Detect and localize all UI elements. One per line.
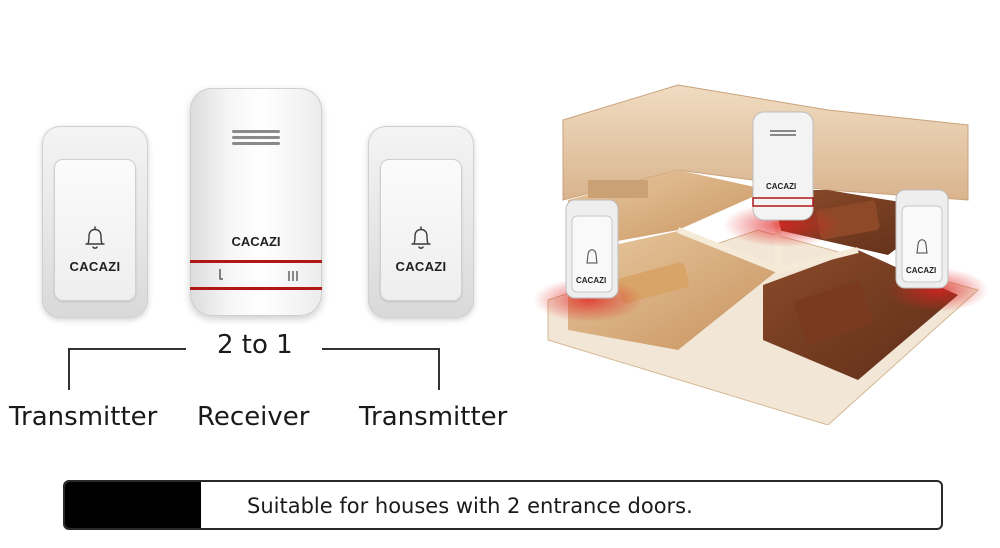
left-transmitter-label: Transmitter xyxy=(9,402,158,432)
bell-icon xyxy=(85,226,105,249)
right-transmitter-device: CACAZI xyxy=(368,126,474,318)
connection-label: 2 to 1 xyxy=(217,330,293,360)
banner-text: Suitable for houses with 2 entrance door… xyxy=(247,494,693,518)
brand-logo: CACAZI xyxy=(69,259,121,274)
bracket-line-right xyxy=(322,348,440,350)
house-cutaway-illustration xyxy=(533,84,988,425)
brand-logo-small: CACAZI xyxy=(766,182,797,191)
brand-logo-small: CACAZI xyxy=(906,266,937,275)
left-transmitter-device: CACAZI xyxy=(42,126,148,318)
info-banner: Suitable for houses with 2 entrance door… xyxy=(63,480,943,530)
right-transmitter-label: Transmitter xyxy=(359,402,508,432)
bracket-tick-right xyxy=(438,348,440,390)
bracket-line-left xyxy=(68,348,186,350)
bracket-tick-left xyxy=(68,348,70,390)
brand-logo: CACAZI xyxy=(231,234,281,249)
receiver-device: CACAZI xyxy=(190,88,322,316)
speaker-grille xyxy=(232,142,280,145)
brand-logo: CACAZI xyxy=(395,259,447,274)
speaker-grille xyxy=(232,136,280,139)
speaker-grille xyxy=(232,130,280,133)
brand-logo-small: CACAZI xyxy=(576,276,607,285)
receiver-indicator-band xyxy=(190,260,322,290)
pairing-mark-icon xyxy=(219,269,223,280)
bell-icon xyxy=(411,226,431,249)
transmitter-button-face: CACAZI xyxy=(380,159,462,301)
led-indicator-icon xyxy=(288,271,298,281)
banner-accent-block xyxy=(65,482,201,528)
receiver-label: Receiver xyxy=(197,402,310,432)
transmitter-button-face: CACAZI xyxy=(54,159,136,301)
